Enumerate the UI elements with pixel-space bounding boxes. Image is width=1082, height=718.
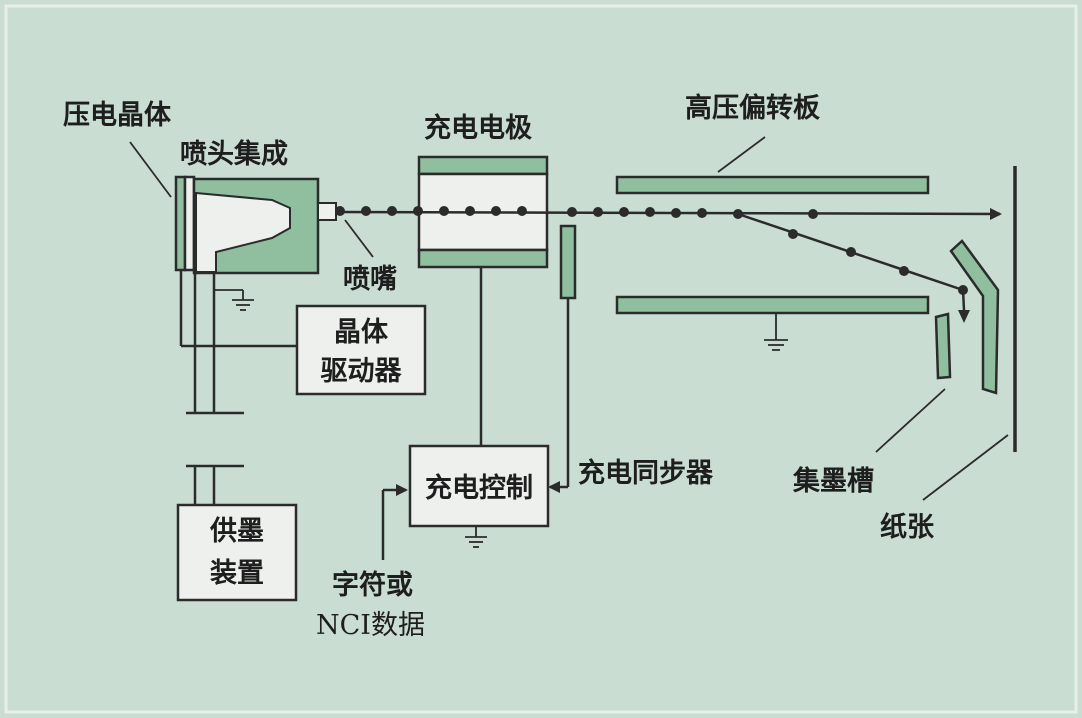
ground-symbol-control [465, 526, 487, 548]
label-ink-gutter: 集墨槽 [792, 465, 874, 497]
hv-plate-upper [615, 175, 930, 195]
leader-gutter [875, 388, 946, 453]
piezo-crystal [174, 175, 196, 272]
ink-supply-pipe [179, 270, 244, 505]
charge-control-box: 充电控制 [408, 444, 550, 528]
diagram-frame [4, 4, 1078, 714]
leader-piezo [129, 141, 172, 198]
droplet-trajectory-deflected [737, 212, 966, 311]
ink-gutter [934, 239, 1000, 395]
crystal-driver-box: 晶体 驱动器 [295, 304, 427, 396]
label-paper: 纸张 [880, 511, 935, 543]
charge-control-label: 充电控制 [425, 472, 533, 504]
label-char-data-1: 字符或 [332, 569, 413, 601]
charge-sync-electrode [559, 224, 577, 300]
ink-supply-label-2: 装置 [210, 558, 264, 589]
ground-symbol-plate [764, 313, 788, 351]
label-nozzle-assembly: 喷头集成 [180, 138, 288, 170]
ink-supply-label-1: 供墨 [209, 516, 264, 547]
ink-droplets [335, 206, 968, 295]
crystal-driver-label-2: 驱动器 [321, 356, 403, 387]
gutter-arrowhead [958, 310, 970, 323]
label-hv-deflection-plate: 高压偏转板 [685, 92, 820, 124]
label-char-data-2: NCI数据 [316, 610, 425, 641]
leader-hv-plate [717, 136, 766, 173]
label-charge-sync: 充电同步器 [578, 457, 714, 489]
ground-symbol-nozzle [214, 289, 254, 311]
hv-plate-lower [615, 295, 930, 315]
ink-supply-box: 供墨 装置 [176, 503, 298, 602]
charge-sync-wire [548, 298, 570, 493]
nozzle-tip [317, 202, 337, 221]
leader-nozzle [344, 219, 374, 258]
leader-paper [922, 434, 1009, 501]
label-charge-electrode: 充电电极 [424, 112, 532, 144]
char-data-input-arrow [381, 484, 408, 560]
label-piezo-crystal: 压电晶体 [63, 100, 172, 131]
droplet-trajectory-main [339, 207, 1002, 220]
nozzle-assembly [192, 177, 337, 275]
crystal-driver-label-1: 晶体 [334, 317, 389, 348]
label-nozzle: 喷嘴 [343, 264, 397, 295]
